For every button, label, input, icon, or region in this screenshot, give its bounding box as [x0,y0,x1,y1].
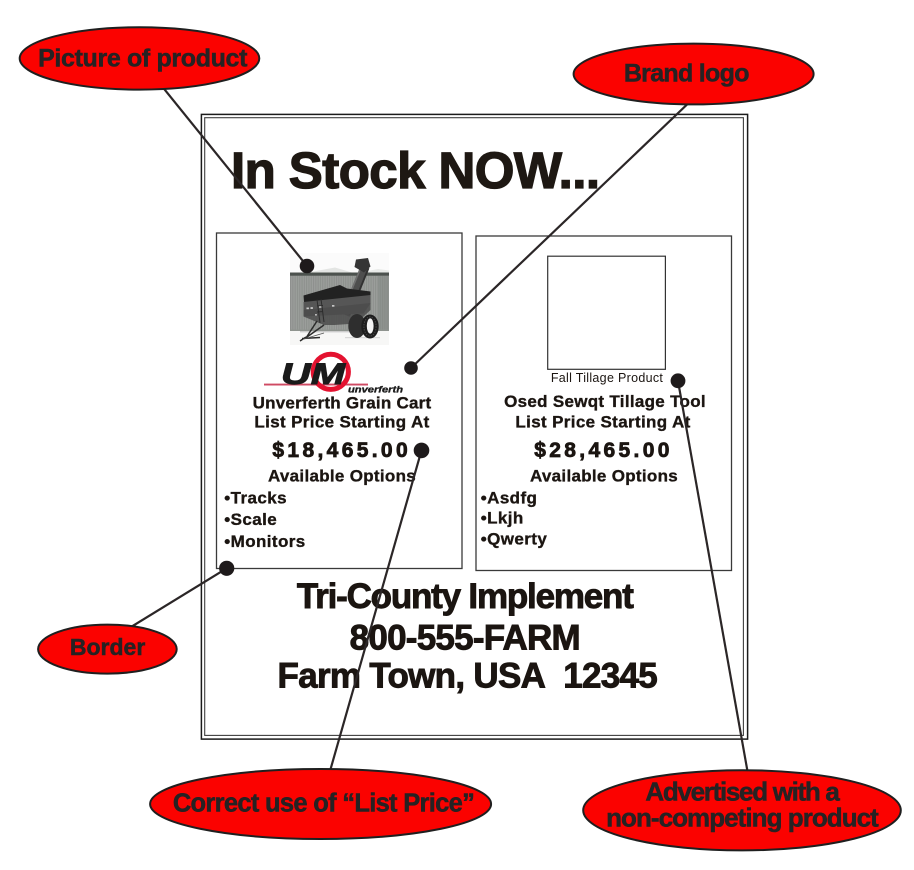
svg-text:UM: UM [281,358,347,391]
svg-text:$18,465.00: $18,465.00 [272,439,411,462]
svg-text:In Stock NOW...: In Stock NOW... [231,142,599,199]
svg-text:Available Options: Available Options [268,467,416,486]
svg-text:•Scale: •Scale [224,510,277,529]
svg-text:•Monitors: •Monitors [224,532,305,551]
svg-text:List Price Starting At: List Price Starting At [515,413,690,432]
svg-text:Picture of product: Picture of product [38,44,248,72]
svg-text:Available Options: Available Options [530,467,678,486]
svg-text:$28,465.00: $28,465.00 [534,439,673,462]
svg-text:•Lkjh: •Lkjh [481,509,524,528]
svg-text:Unverferth Grain Cart: Unverferth Grain Cart [253,393,432,412]
svg-text:Osed Sewqt Tillage Tool: Osed Sewqt Tillage Tool [504,392,706,411]
svg-text:Farm Town, USA 12345: Farm Town, USA 12345 [278,656,658,695]
svg-text:•Asdfg: •Asdfg [481,488,538,507]
svg-text:Brand logo: Brand logo [624,59,749,87]
svg-text:Tri-County Implement: Tri-County Implement [297,577,634,616]
svg-text:List Price Starting At: List Price Starting At [254,413,429,432]
svg-text:Border: Border [70,634,145,660]
svg-text:800-555-FARM: 800-555-FARM [350,619,580,658]
svg-text:Fall Tillage Product: Fall Tillage Product [551,371,664,385]
svg-text:Correct use of “List Price”: Correct use of “List Price” [173,790,474,818]
svg-text:•Tracks: •Tracks [224,488,287,507]
svg-text:non-competing product: non-competing product [606,803,879,833]
svg-text:•Qwerty: •Qwerty [481,530,548,549]
svg-text:unverferth: unverferth [348,385,403,396]
svg-text:Advertised with a: Advertised with a [645,776,840,806]
